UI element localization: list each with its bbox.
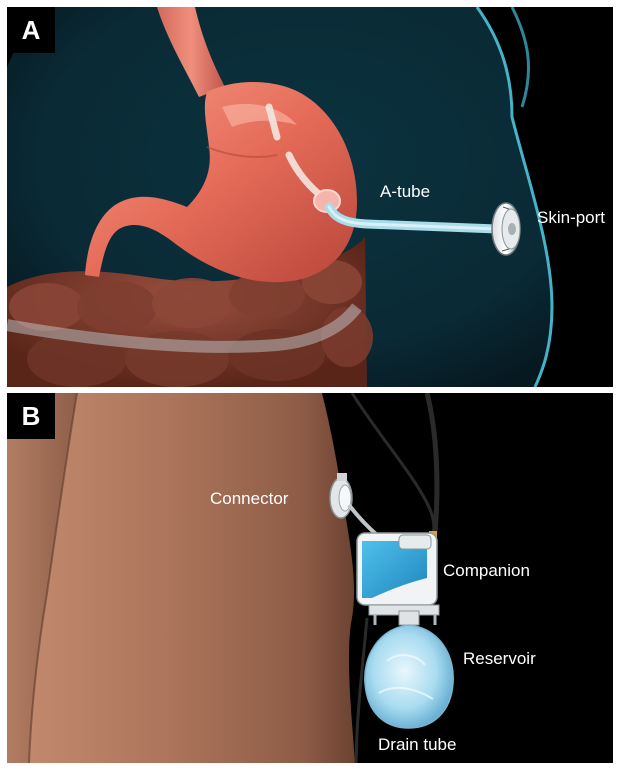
- panel-a: A A-tube Skin-port: [7, 7, 613, 387]
- panel-b-badge: B: [7, 393, 55, 439]
- skin-port-label: Skin-port: [537, 208, 605, 228]
- connector-label: Connector: [210, 489, 288, 509]
- panel-b: B Connector Companion Reservoir Drain tu…: [7, 393, 613, 763]
- a-tube-label: A-tube: [380, 182, 430, 202]
- skin-port: [492, 203, 520, 255]
- companion-device: [357, 533, 439, 625]
- panel-a-badge: A: [7, 7, 55, 53]
- panel-a-illustration: [7, 7, 613, 387]
- reservoir-label: Reservoir: [463, 649, 536, 669]
- drain-tube-label: Drain tube: [378, 735, 456, 755]
- companion-label: Companion: [443, 561, 530, 581]
